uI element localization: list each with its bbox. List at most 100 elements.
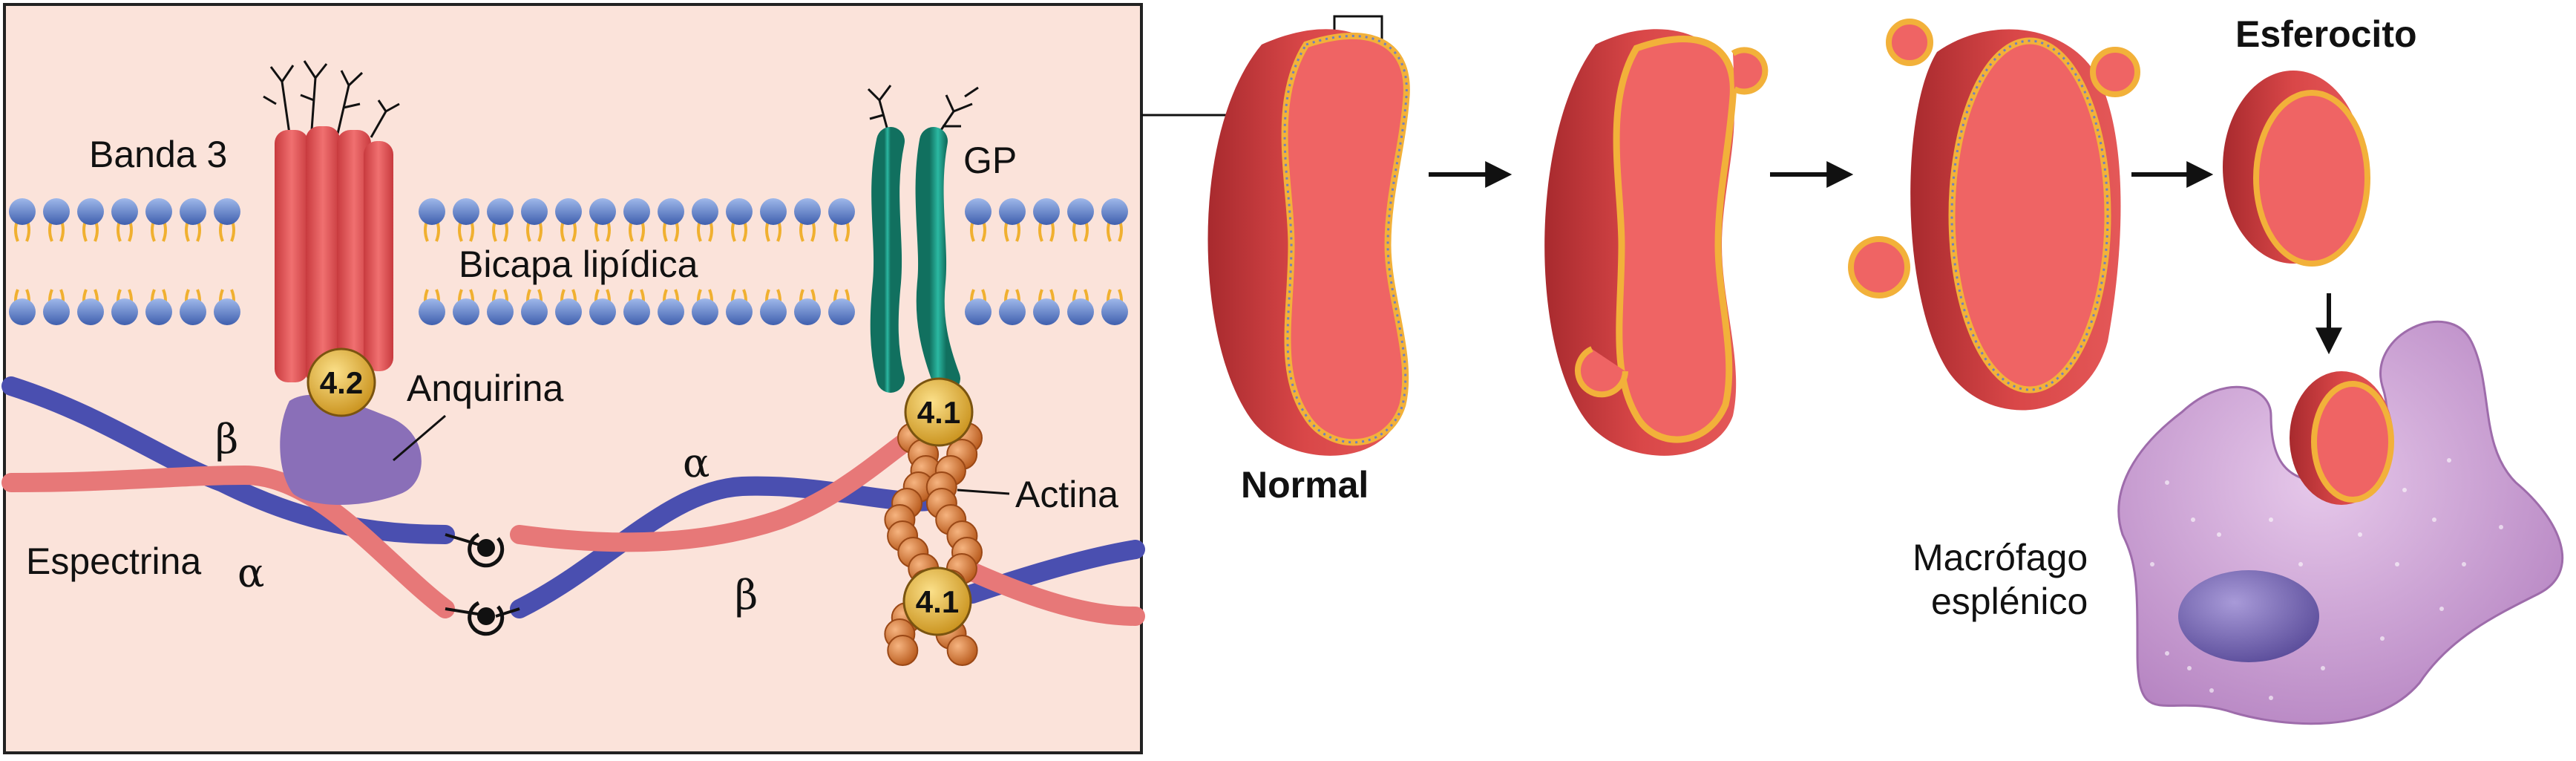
lipid-head [692, 298, 718, 325]
lipid-head [623, 298, 650, 325]
lipid-head [965, 198, 992, 225]
protein-4-1-top-label: 4.1 [917, 395, 960, 430]
lipid-head [726, 298, 753, 325]
normal-label: Normal [1241, 464, 1369, 506]
macrophage-nucleus [2178, 570, 2319, 662]
lipid-head [145, 298, 172, 325]
normal-cell [1207, 29, 1410, 456]
spectrin-junction-bottom [445, 601, 520, 636]
engulfed-spherocyte [2290, 371, 2394, 505]
vesicle-bottom-left [1848, 236, 1910, 298]
macrophage-granule [2165, 651, 2169, 656]
macrophage-granule [2432, 517, 2436, 522]
lipid-head [555, 198, 582, 225]
band3-helix-1 [275, 130, 309, 382]
macrophage-granule [2380, 636, 2385, 641]
macrophage-granule [2447, 458, 2451, 463]
lipid-head [760, 298, 787, 325]
ankyrin-pointer [393, 414, 446, 462]
macrophage-granule [2395, 562, 2399, 566]
macrophage-granule [2269, 517, 2273, 522]
lipid-head [555, 298, 582, 325]
budding-cell [1544, 29, 1769, 456]
spherocyte-label: Esferocito [2235, 13, 2417, 55]
vesicle-top-left [1886, 19, 1933, 66]
lipid-head [77, 198, 104, 225]
lipid-head [1033, 298, 1060, 325]
lipid-head [111, 198, 138, 225]
lipid-head [487, 198, 514, 225]
lipid-head [43, 298, 70, 325]
band3-label: Banda 3 [89, 134, 227, 175]
shape-sequence: Normal Esferocito [1207, 13, 2564, 725]
band3-helix-2 [306, 126, 340, 386]
glycophorin-protein [867, 85, 979, 393]
macrophage-granule [2462, 562, 2466, 566]
lipid-head [658, 298, 684, 325]
band3-helix-3 [337, 130, 371, 382]
lipid-head [999, 298, 1026, 325]
membrane-panel: 4.2 4.1 4.1 Banda 3 GP Bicapa lipídica A… [1, 3, 1145, 754]
band3-helix-4 [364, 141, 393, 371]
vesicle-top-right [2090, 47, 2140, 97]
lipid-head [828, 298, 855, 325]
protein-4-2-badge: 4.2 [307, 347, 376, 417]
lipid-bilayer [9, 198, 1128, 325]
actin-monomer [887, 635, 919, 666]
lipid-head [9, 298, 36, 325]
spectrin-junction-top [445, 532, 505, 568]
protein-4-1-bottom-label: 4.1 [916, 584, 959, 619]
lipid-head [794, 198, 821, 225]
lipid-head [1101, 298, 1128, 325]
lipid-head [623, 198, 650, 225]
lipid-head [999, 198, 1026, 225]
beta-left-label: β [215, 416, 238, 463]
gp-label: GP [963, 140, 1017, 181]
ankyrin-protein [280, 394, 422, 505]
macrophage-granule [2439, 607, 2444, 611]
lipid-head [214, 198, 240, 225]
lipid-head [419, 298, 445, 325]
lipid-head [1067, 298, 1094, 325]
macrophage-granule [2165, 480, 2169, 485]
macrophage-granule [2209, 688, 2214, 693]
lipid-head [726, 198, 753, 225]
splenic-macrophage [2117, 320, 2564, 725]
lipid-head [453, 198, 479, 225]
spectrin-strand-red-left [1, 465, 455, 618]
lipid-head [692, 198, 718, 225]
lipid-head [658, 198, 684, 225]
lipid-head [589, 298, 616, 325]
lipid-head [43, 198, 70, 225]
macrophage-granule [2499, 525, 2503, 529]
lipid-head [965, 298, 992, 325]
actin-label: Actina [1015, 474, 1118, 515]
lipid-head [9, 198, 36, 225]
lipid-head [111, 298, 138, 325]
bilayer-label: Bicapa lipídica [459, 244, 698, 285]
lipid-head [521, 298, 548, 325]
lipid-head [453, 298, 479, 325]
band3-glycans [263, 60, 400, 138]
lipid-head [828, 198, 855, 225]
lipid-head [589, 198, 616, 225]
spectrin-strand-red-far [963, 562, 1145, 626]
protein-4-1-bottom-badge: 4.1 [902, 566, 972, 636]
ankyrin-label: Anquirina [407, 368, 563, 409]
alpha-right-label: α [683, 440, 709, 486]
macrophage-granule [2402, 488, 2407, 492]
lipid-head [1033, 198, 1060, 225]
macrophage-granule [2298, 562, 2303, 566]
beta-right-label: β [735, 572, 758, 618]
macrophage-label-line2: esplénico [1931, 581, 2088, 622]
lipid-head [487, 298, 514, 325]
alpha-left-label: α [237, 549, 264, 596]
lipid-head [1101, 198, 1128, 225]
lipid-head [145, 198, 172, 225]
macrophage-granule [2150, 562, 2154, 566]
gp-chain-left [870, 127, 905, 393]
macrophage-granule [2358, 532, 2362, 537]
protein-4-1-top-badge: 4.1 [904, 377, 974, 447]
gp-glycans [867, 85, 979, 142]
